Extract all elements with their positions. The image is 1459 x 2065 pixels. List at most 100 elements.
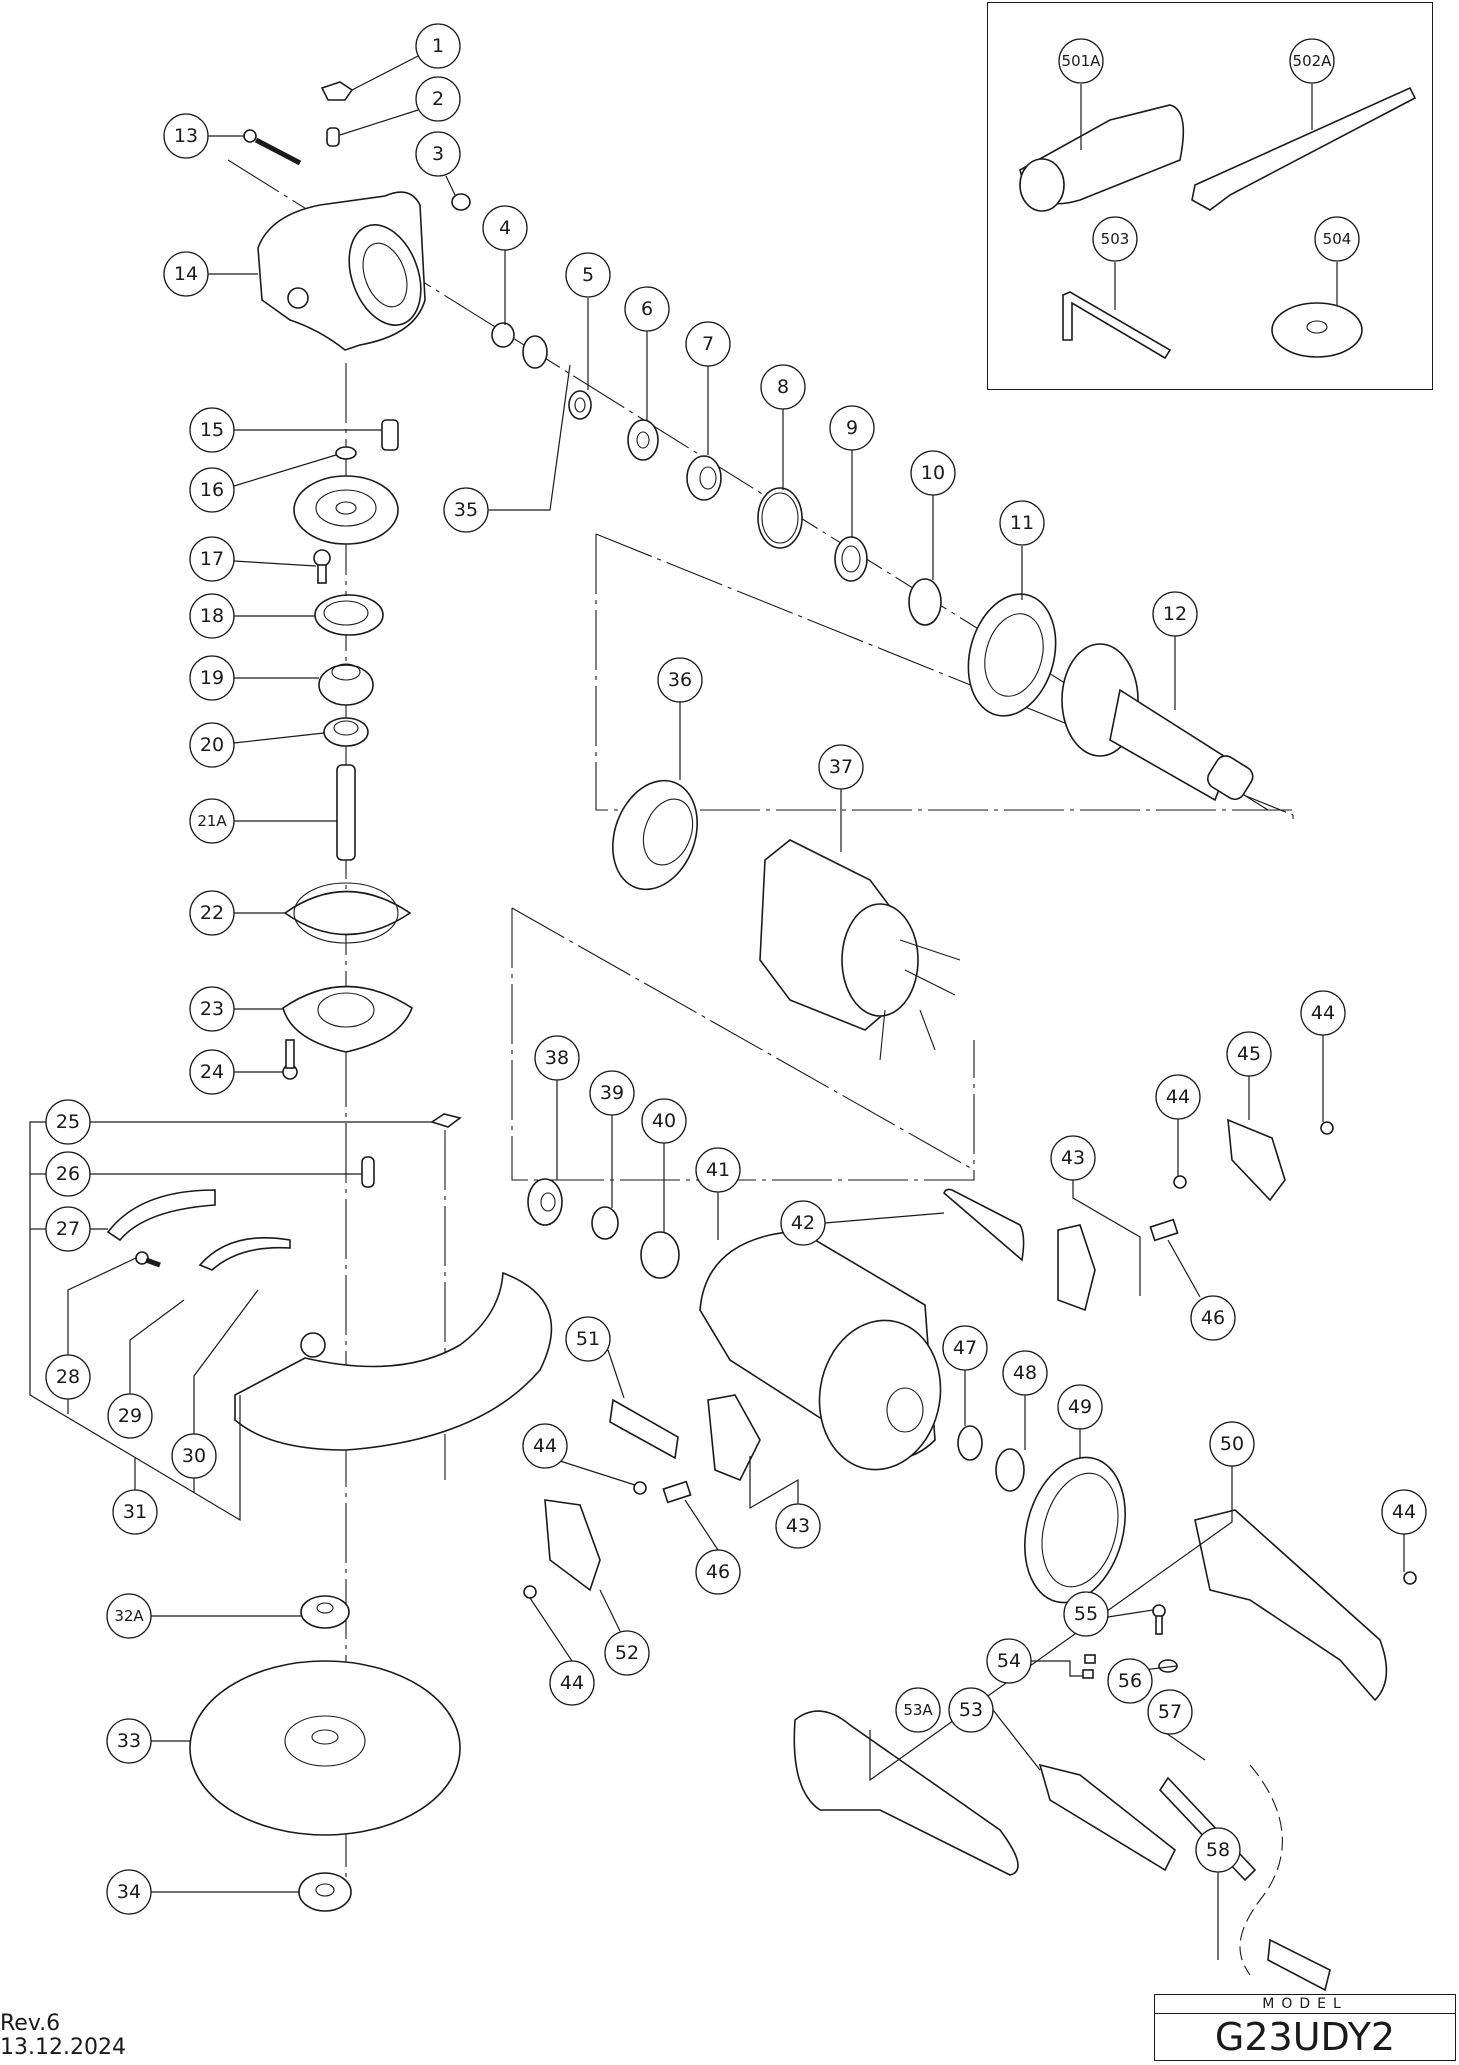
- callout-number: 26: [56, 1163, 80, 1185]
- depressed-center-wheel-33: [189, 1660, 461, 1836]
- callout-53A: 53A: [895, 1687, 941, 1733]
- callout-33: 33: [106, 1718, 152, 1764]
- callout-circle: [775, 1503, 821, 1549]
- callout-number: 44: [533, 1435, 557, 1457]
- handle-half-50: [1194, 1509, 1388, 1702]
- callout-circle: [895, 1687, 941, 1733]
- o-ring-47: [957, 1425, 983, 1461]
- retaining-ring-16: [335, 446, 357, 460]
- callout-circle: [948, 1687, 994, 1733]
- callout-circle: [641, 1098, 687, 1144]
- callout-26: 26: [45, 1151, 91, 1197]
- callout-number: 44: [1166, 1086, 1190, 1108]
- callout-number: 27: [56, 1218, 80, 1240]
- callout-number: 21A: [197, 812, 227, 830]
- callout-circle: [565, 252, 611, 298]
- callout-circle: [189, 593, 235, 639]
- callout-circle: [829, 405, 875, 451]
- brush-holder-43-lower: [707, 1394, 761, 1482]
- callout-17: 17: [189, 536, 235, 582]
- callout-circle: [1300, 990, 1346, 1036]
- screw-24: [282, 1039, 298, 1080]
- callout-circle: [415, 76, 461, 122]
- stator-37: [759, 839, 961, 1061]
- callout-circle: [695, 1147, 741, 1193]
- callout-31: 31: [112, 1489, 158, 1535]
- callout-circle: [760, 364, 806, 410]
- seal-20: [323, 717, 369, 747]
- armature-12: [1061, 643, 1254, 802]
- spindle-21A: [336, 764, 356, 861]
- callout-number: 54: [997, 1650, 1021, 1672]
- callout-number: 48: [1013, 1362, 1037, 1384]
- callout-number: 52: [615, 1642, 639, 1664]
- callout-circle: [1050, 1135, 1096, 1181]
- callout-circle: [1002, 1350, 1048, 1396]
- callout-55: 55: [1063, 1591, 1109, 1637]
- callout-number: 39: [600, 1082, 624, 1104]
- callout-circle: [189, 986, 235, 1032]
- callout-45: 45: [1226, 1031, 1272, 1077]
- callout-56: 56: [1107, 1658, 1153, 1704]
- callout-circle: [45, 1206, 91, 1252]
- callout-circle: [171, 1433, 217, 1479]
- retaining-ring-10: [908, 578, 942, 626]
- callout-circle: [1195, 1827, 1241, 1873]
- callout-41: 41: [695, 1147, 741, 1193]
- callout-number: 20: [200, 734, 224, 756]
- revision-date: 13.12.2024: [0, 2035, 126, 2060]
- callout-circle: [604, 1630, 650, 1676]
- seal-6: [627, 419, 659, 461]
- switch-53: [1038, 1763, 1177, 1872]
- callout-15: 15: [189, 407, 235, 453]
- callout-44: 44: [549, 1660, 595, 1706]
- callout-47: 47: [942, 1325, 988, 1371]
- callout-circle: [106, 1593, 152, 1639]
- wrench-502A: [1191, 86, 1417, 211]
- callout-circle: [189, 467, 235, 513]
- cord-path: [1239, 1764, 1283, 1976]
- callout-circle: [1209, 1421, 1255, 1467]
- callout-14: 14: [163, 251, 209, 297]
- callout-circle: [999, 500, 1045, 546]
- callout-44: 44: [1300, 990, 1346, 1036]
- callout-number: 22: [200, 902, 224, 924]
- callout-8: 8: [760, 364, 806, 410]
- callout-53: 53: [948, 1687, 994, 1733]
- callout-number: 11: [1010, 512, 1034, 534]
- callout-number: 43: [786, 1515, 810, 1537]
- callout-9: 9: [829, 405, 875, 451]
- spring: [326, 127, 340, 147]
- callout-circle: [1289, 38, 1335, 84]
- callout-12: 12: [1152, 591, 1198, 637]
- callout-circle: [189, 536, 235, 582]
- callout-number: 23: [200, 998, 224, 1020]
- callout-number: 46: [1201, 1307, 1225, 1329]
- callout-circle: [163, 251, 209, 297]
- callout-number: 28: [56, 1366, 80, 1388]
- packing-22: [283, 882, 412, 944]
- callout-number: 56: [1118, 1670, 1142, 1692]
- callout-22: 22: [189, 890, 235, 936]
- hex-bar-wrench-503: [1062, 291, 1172, 360]
- screw-44-c: [633, 1481, 647, 1495]
- callout-44: 44: [1381, 1489, 1427, 1535]
- callout-30: 30: [171, 1433, 217, 1479]
- callout-circle: [45, 1099, 91, 1145]
- packing-gland-23: [282, 985, 413, 1053]
- wheel-nut-34: [298, 1872, 352, 1912]
- callout-number: 16: [200, 479, 224, 501]
- callout-circle: [1107, 1658, 1153, 1704]
- model-box: MODEL G23UDY2: [1154, 1994, 1456, 2061]
- band-27: [106, 1189, 216, 1242]
- ball-bearing-39: [591, 1206, 619, 1240]
- callout-503: 503: [1092, 216, 1138, 262]
- callout-36: 36: [657, 657, 703, 703]
- washer-5: [568, 390, 592, 420]
- callout-number: 42: [791, 1212, 815, 1234]
- callout-20: 20: [189, 722, 235, 768]
- callout-34: 34: [106, 1869, 152, 1915]
- screw-17: [313, 549, 331, 584]
- callout-circle: [112, 1489, 158, 1535]
